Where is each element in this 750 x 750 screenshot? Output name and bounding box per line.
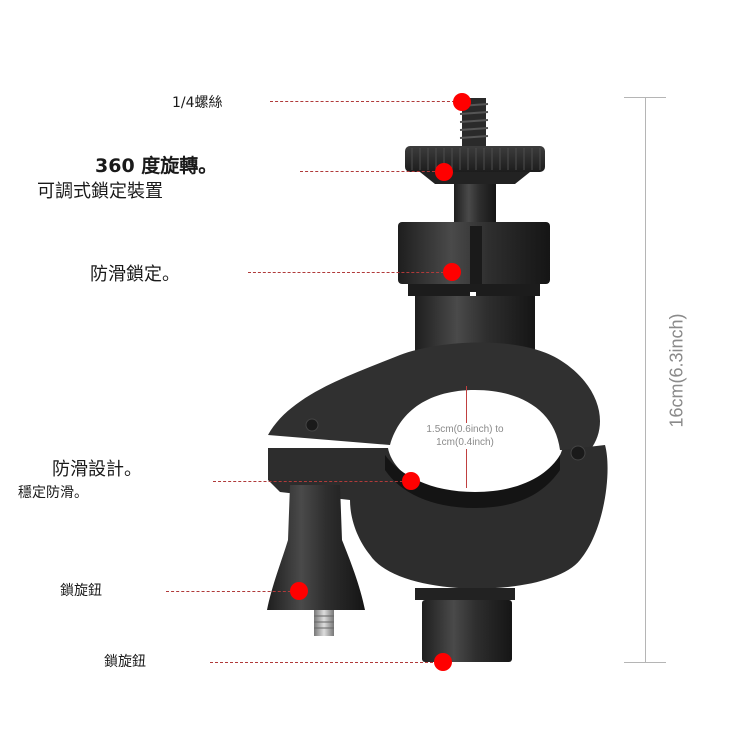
callout-dot-anti-slip-lock xyxy=(443,263,461,281)
height-dimension-text: 16cm(6.3inch) xyxy=(666,313,687,428)
label-knob-1: 鎖旋鈕 xyxy=(60,583,102,599)
label-knob-2: 鎖旋鈕 xyxy=(104,654,146,670)
label-thread: 1/4螺絲 xyxy=(172,95,223,111)
label-anti-slip-title: 防滑設計。 xyxy=(52,459,142,480)
label-rotate-title: 360 度旋轉。 xyxy=(95,155,218,177)
callout-dot-thread xyxy=(453,93,471,111)
leader-anti-slip-lock xyxy=(248,272,444,273)
clamp-range-line2: 1cm(0.4inch) xyxy=(436,437,494,448)
height-dimension-line xyxy=(645,97,646,662)
label-rotate-sub: 可調式鎖定裝置 xyxy=(37,181,163,202)
height-dimension-bottom-tick xyxy=(624,662,666,663)
callout-dot-rotate xyxy=(435,163,453,181)
callout-dot-anti-slip xyxy=(402,472,420,490)
leader-thread xyxy=(270,101,455,102)
clamp-range-line1: 1.5cm(0.6inch) to xyxy=(426,424,504,435)
leader-rotate xyxy=(300,171,440,172)
callout-dot-knob-1 xyxy=(290,582,308,600)
label-anti-slip-lock: 防滑鎖定。 xyxy=(90,264,180,285)
label-anti-slip-sub: 穩定防滑。 xyxy=(18,485,88,501)
clamp-range-text: 1.5cm(0.6inch) to 1cm(0.4inch) xyxy=(400,423,530,449)
leader-knob-1 xyxy=(166,591,296,592)
leader-anti-slip xyxy=(213,481,413,482)
top-screw xyxy=(459,98,489,148)
callout-dot-knob-2 xyxy=(434,653,452,671)
leader-knob-2 xyxy=(210,662,438,663)
